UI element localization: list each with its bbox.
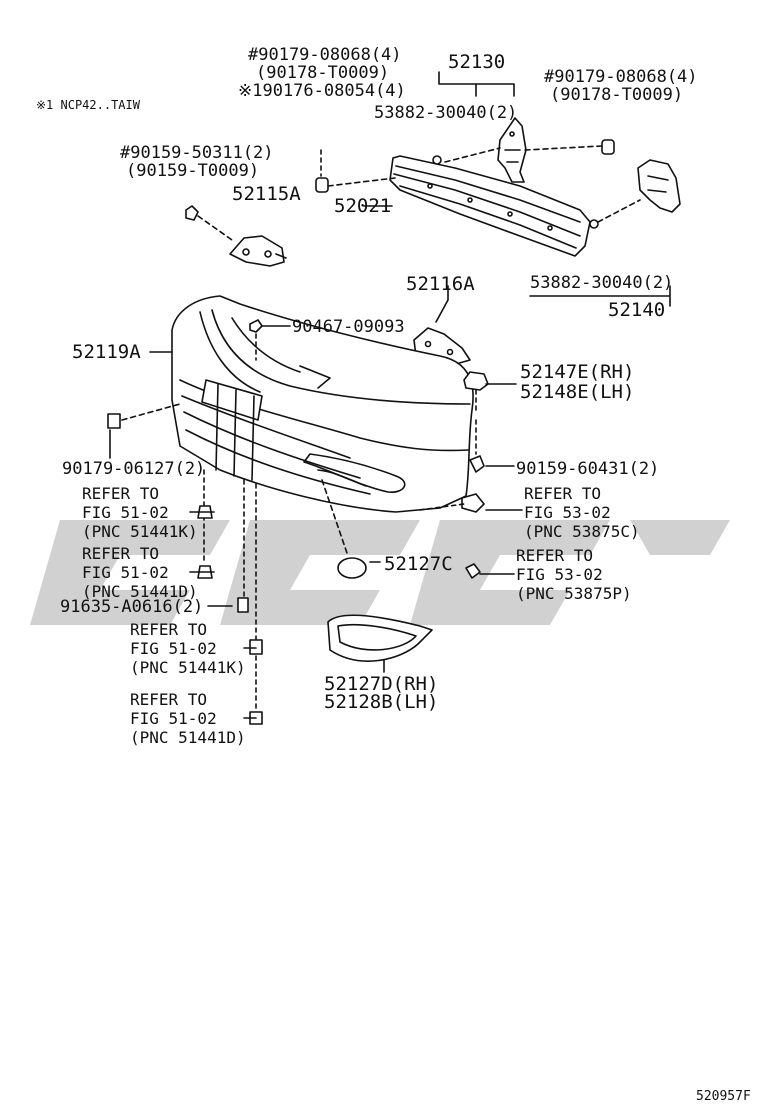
bumper-reinforcement (389, 155, 591, 257)
ref-line3: (PNC 51441D) (82, 582, 198, 601)
ref-line3: (PNC 53875P) (516, 584, 632, 603)
ref-line2: FIG 51-02 (82, 503, 169, 522)
figure-code: 520957F (696, 1089, 751, 1104)
ref-line2: FIG 51-02 (130, 639, 217, 658)
part-retainer-upper: 53882-30040(2) (374, 103, 518, 123)
ref-line2: FIG 51-02 (130, 709, 217, 728)
nut-icon (107, 413, 121, 429)
ref-line2: FIG 51-02 (82, 563, 169, 582)
ref-line1: REFER TO (130, 620, 208, 639)
cross-reference-link[interactable]: REFER TO FIG 53-02 (PNC 53875C) (524, 484, 640, 541)
reinforcement-support-rh (497, 117, 527, 183)
part-clip-right-number: #90179-08068(4) (544, 67, 698, 87)
cross-reference-link[interactable]: REFER TO FIG 51-02 (PNC 51441D) (130, 690, 246, 747)
cross-reference-link[interactable]: REFER TO FIG 53-02 (PNC 53875P) (516, 546, 632, 603)
part-reinforcement: 52021 (334, 195, 392, 217)
part-nut-left: 90179-06127(2) (62, 459, 206, 479)
bracket-52115a (229, 235, 285, 267)
ref-line2: FIG 53-02 (524, 503, 611, 522)
screw-icon (469, 455, 485, 473)
clip-icon (249, 639, 263, 655)
reinforcement-support-lh (637, 159, 681, 213)
part-bracket-52116a: 52116A (406, 273, 475, 295)
part-clip-variant-number: ※190176-08054(4) (238, 81, 406, 101)
part-seal-lh: 52148E(LH) (520, 381, 635, 403)
retainer-clip (432, 155, 442, 165)
ref-line1: REFER TO (82, 544, 160, 563)
part-bracket-52115a: 52115A (232, 183, 301, 205)
screw-icon (249, 319, 263, 333)
retainer-clip (589, 219, 599, 229)
part-bumper-cover: 52119A (72, 341, 141, 363)
part-bolt-lower: 91635-A0616(2) (60, 597, 204, 617)
bolt-icon (237, 597, 249, 613)
part-reinforcement-support-lh: 52140 (608, 299, 666, 321)
part-clip-number: #90179-08068(4) (248, 45, 402, 65)
cross-reference-link[interactable]: REFER TO FIG 51-02 (PNC 51441K) (82, 484, 198, 541)
ref-line3: (PNC 51441D) (130, 728, 246, 747)
part-seal-rh: 52147E(RH) (520, 361, 635, 383)
ref-line3: (PNC 51441K) (130, 658, 246, 677)
cross-reference-link[interactable]: REFER TO FIG 51-02 (PNC 51441K) (130, 620, 246, 677)
part-screw-right: 90159-60431(2) (516, 459, 660, 479)
part-bezel-lh: 52128B(LH) (324, 691, 439, 713)
part-bolt-left-alt-number: (90159-T0009) (126, 161, 260, 181)
ref-line1: REFER TO (516, 546, 594, 565)
part-reinforcement-support-rh: 52130 (448, 51, 506, 73)
part-cap: 52127C (384, 553, 453, 575)
clip (601, 139, 615, 155)
clip-icon (461, 493, 485, 513)
seal-icon (463, 371, 489, 391)
ref-line1: REFER TO (524, 484, 602, 503)
part-retainer-lower: 53882-30040(2) (530, 273, 674, 293)
cap-icon (337, 557, 367, 579)
ref-line1: REFER TO (130, 690, 208, 709)
ref-line3: (PNC 51441K) (82, 522, 198, 541)
part-clip-alt-number: (90178-T0009) (256, 63, 390, 83)
model-note: ※1 NCP42..TAIW (36, 98, 140, 112)
fog-lamp-bezel (327, 614, 433, 662)
ref-line1: REFER TO (82, 484, 160, 503)
clip-icon (465, 563, 481, 579)
part-bolt-left-number: #90159-50311(2) (120, 143, 274, 163)
part-screw-upper: 90467-09093 (292, 317, 405, 337)
clip (315, 177, 329, 193)
watermark-logo (30, 520, 730, 625)
cross-reference-link[interactable]: REFER TO FIG 51-02 (PNC 51441D) (82, 544, 198, 601)
ref-line2: FIG 53-02 (516, 565, 603, 584)
ref-line3: (PNC 53875C) (524, 522, 640, 541)
bolt-icon (185, 205, 199, 221)
part-clip-right-alt-number: (90178-T0009) (550, 85, 684, 105)
part-bezel-rh: 52127D(RH) (324, 673, 439, 695)
